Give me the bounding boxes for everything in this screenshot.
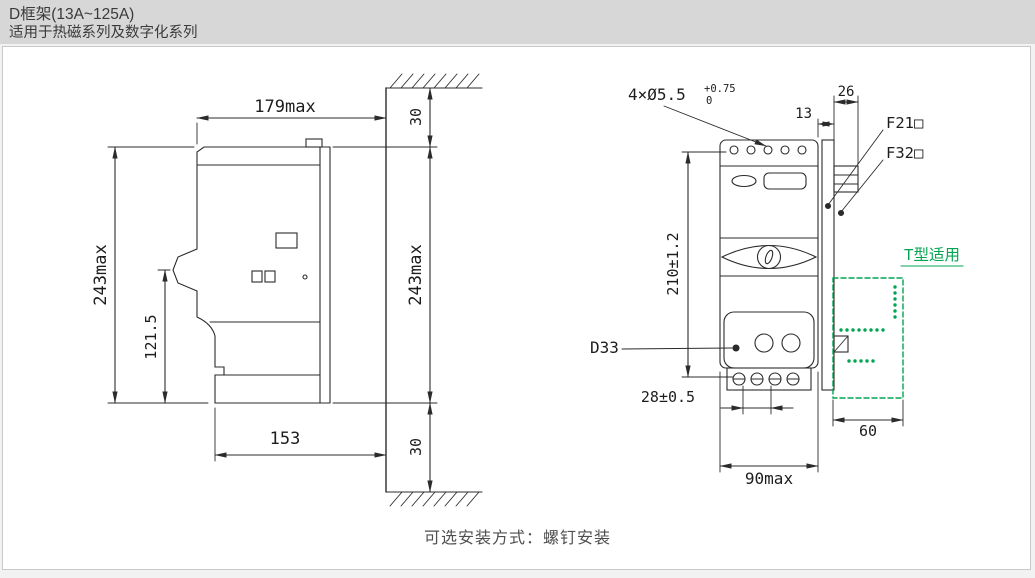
page-subtitle: 适用于热磁系列及数字化系列 xyxy=(9,25,198,41)
drawing-panel xyxy=(2,46,1031,570)
header: D框架(13A~125A) 适用于热磁系列及数字化系列 xyxy=(0,0,1035,44)
mounting-note: 可选安装方式：螺钉安装 xyxy=(423,530,611,547)
page-title: D框架(13A~125A) xyxy=(9,6,135,23)
